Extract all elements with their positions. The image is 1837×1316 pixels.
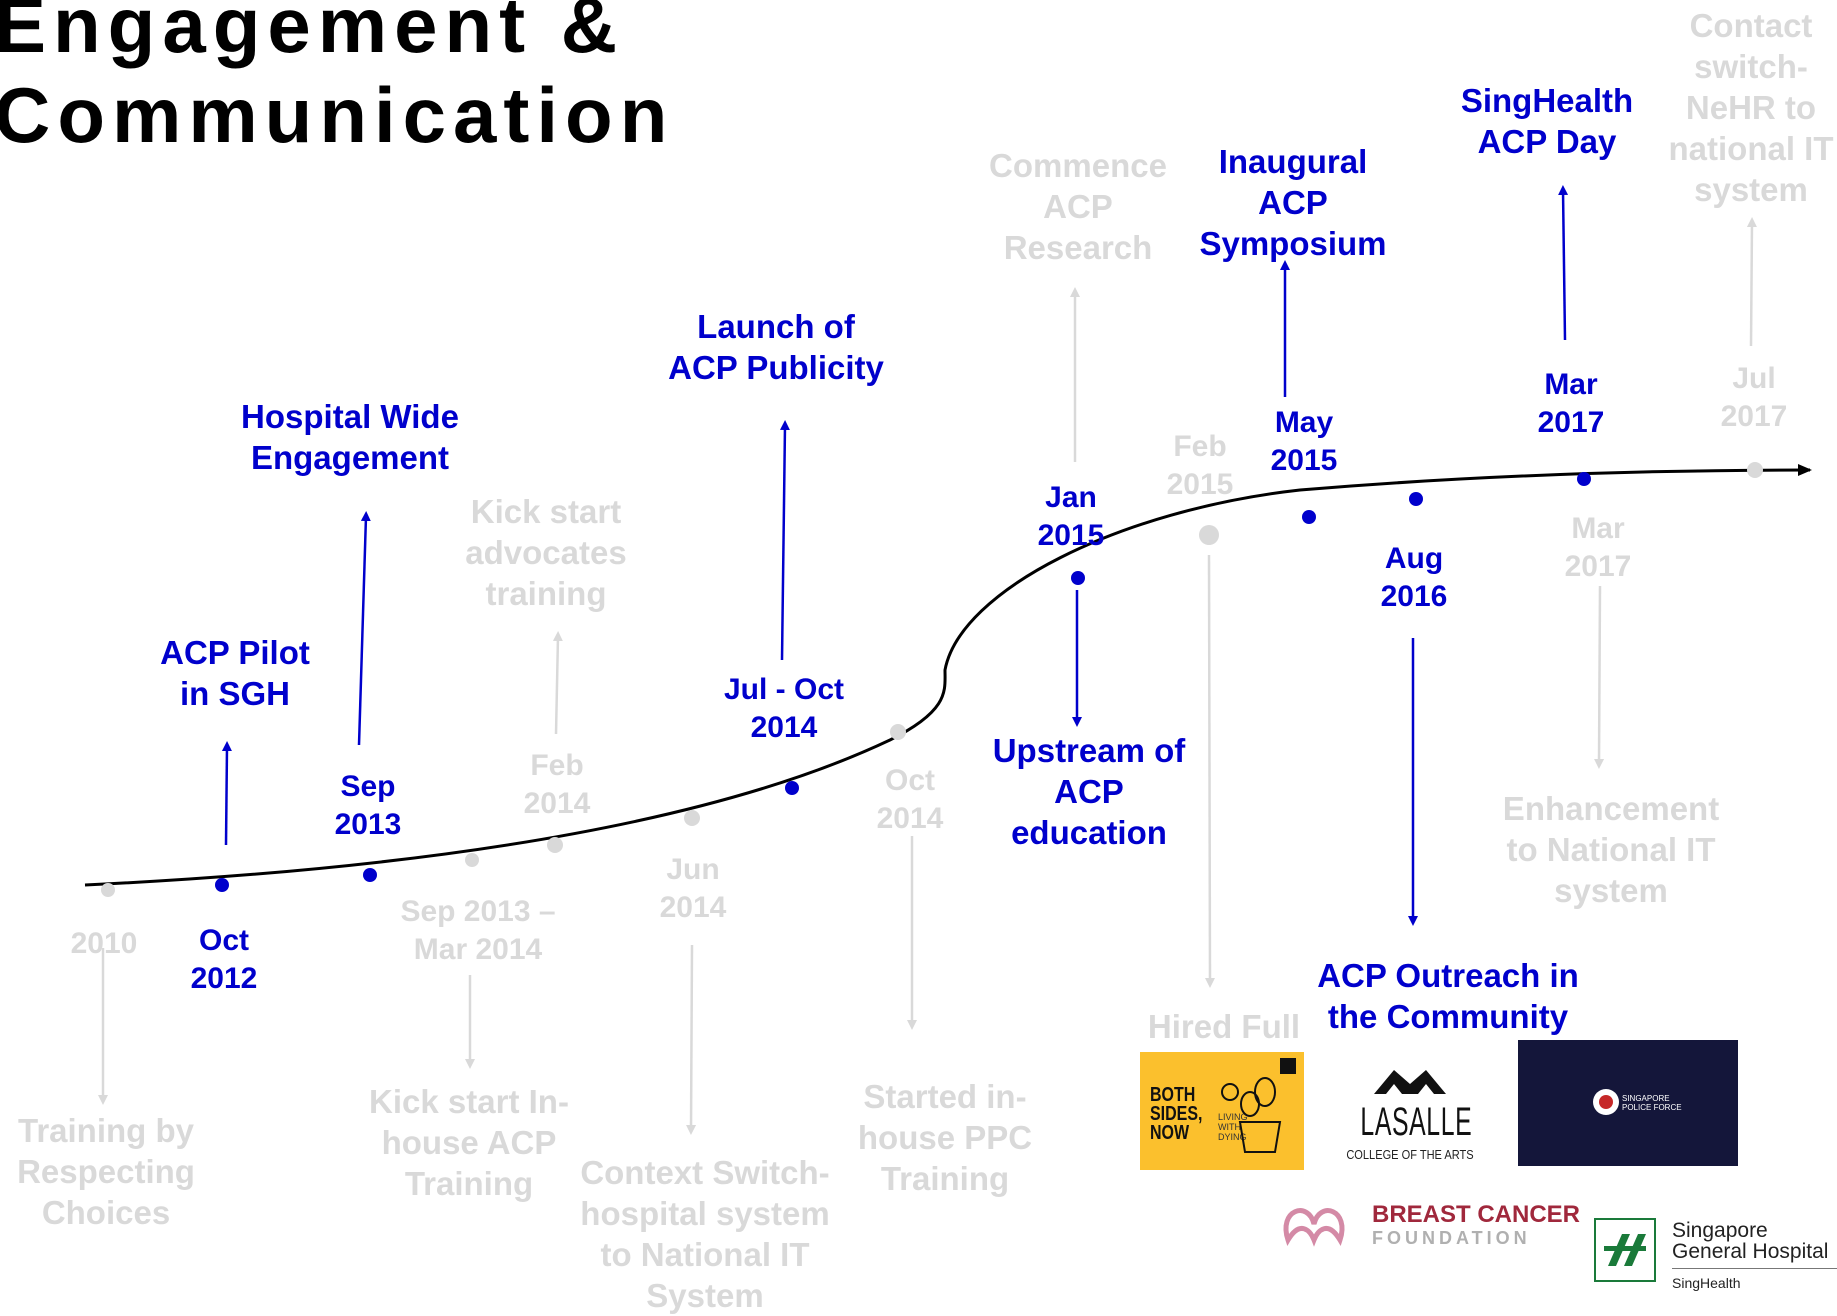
breast-cancer-line-2: FOUNDATION: [1372, 1228, 1531, 1248]
lasalle-subtitle: COLLEGE OF THE ARTS: [1346, 1147, 1474, 1162]
milestone-node: [1577, 472, 1591, 486]
milestone-event: Enhancement to National IT system: [1502, 790, 1720, 909]
police-force-logo: SINGAPORE POLICE FORCE: [1518, 1040, 1738, 1166]
milestone-event: ACP Pilot in SGH: [160, 634, 310, 712]
milestone-event: Started in- house PPC Training: [857, 1078, 1033, 1197]
sgh-emblem-icon: [1594, 1218, 1656, 1282]
milestone-date: Jun 2014: [659, 853, 727, 924]
milestone-date: Oct 2014: [876, 764, 944, 835]
both-sides-now-illustration-icon: [1221, 1058, 1296, 1153]
milestone-event: Commence ACP Research: [989, 147, 1167, 266]
milestone-arrow: [1594, 585, 1605, 769]
milestone-arrow: [1746, 217, 1757, 347]
lasalle-name: LASALLE: [1360, 1100, 1473, 1144]
milestone-date: Sep 2013 – Mar 2014: [400, 895, 556, 966]
milestone-node: [684, 810, 700, 826]
sgh-logo: Singapore General Hospital SingHealth: [1590, 1212, 1837, 1295]
milestone-arrow: [221, 741, 232, 846]
lasalle-chevron-icon: [1374, 1070, 1446, 1094]
milestone-arrow: [552, 631, 563, 735]
milestone-node: [101, 883, 115, 897]
milestone-event: Kick start advocates training: [465, 493, 627, 612]
milestone-date: Mar 2017: [1564, 512, 1632, 583]
milestone-node: [1302, 510, 1316, 524]
milestone-node: [465, 853, 479, 867]
police-crest-icon: [1593, 1089, 1619, 1115]
both-sides-now-name: BOTH SIDES, NOW: [1150, 1084, 1203, 1144]
milestone-date: 2010: [70, 927, 138, 960]
milestone-date: Oct 2012: [190, 924, 258, 995]
milestone-node: [215, 878, 229, 892]
sgh-line-3: SingHealth: [1672, 1275, 1741, 1291]
both-sides-now-logo: BOTH SIDES, NOW LIVING WITH DYING: [1140, 1052, 1304, 1170]
milestone-event: Launch of ACP Publicity: [668, 308, 884, 386]
milestone-node: [1199, 525, 1219, 545]
sgh-divider: [1672, 1268, 1837, 1269]
milestone-date: Feb 2015: [1166, 430, 1234, 501]
milestone-node: [363, 868, 377, 882]
sgh-line-1: Singapore: [1672, 1219, 1768, 1242]
breast-cancer-foundation-logo: BREAST CANCER FOUNDATION: [1268, 1190, 1580, 1256]
milestone-arrow: [357, 511, 371, 746]
milestone-arrow: [1558, 185, 1569, 341]
milestone-date: Jul 2017: [1720, 362, 1788, 433]
milestone-date: Jan 2015: [1037, 481, 1105, 552]
milestone-nodes: [101, 462, 1763, 897]
milestone-date: Feb 2014: [523, 749, 591, 820]
milestone-event: Kick start In- house ACP Training: [369, 1083, 569, 1202]
lasalle-logo: LASALLE COLLEGE OF THE ARTS: [1330, 1058, 1490, 1162]
milestone-event: SingHealth ACP Day: [1460, 82, 1634, 160]
slide-title: Engagement & Communication: [0, 0, 674, 160]
breast-cancer-line-1: BREAST CANCER: [1372, 1201, 1581, 1228]
milestone-node: [890, 724, 906, 740]
both-sides-now-tagline: LIVING WITH DYING: [1218, 1112, 1248, 1142]
milestone-event: Inaugural ACP Symposium: [1199, 143, 1387, 262]
milestone-event: Training by Respecting Choices: [17, 1112, 195, 1231]
police-force-name: SINGAPORE POLICE FORCE: [1622, 1094, 1682, 1112]
milestone-arrow: [1204, 554, 1215, 988]
pink-ribbon-icon: [1283, 1208, 1345, 1247]
milestone-node: [1071, 571, 1085, 585]
title-line-1: Engagement &: [0, 0, 625, 69]
milestone-connectors: [98, 185, 1757, 1135]
milestone-arrow: [779, 420, 790, 661]
timeline-curve: [84, 464, 1812, 887]
milestone-event: Upstream of ACP education: [992, 732, 1186, 851]
milestone-event: Contact switch- NeHR to national IT syst…: [1668, 7, 1834, 208]
milestone-node: [547, 837, 563, 853]
milestone-event: Context Switch- hospital system to Natio…: [580, 1154, 830, 1314]
milestone-date: Jul - Oct 2014: [723, 673, 845, 744]
sgh-line-2: General Hospital: [1672, 1240, 1829, 1263]
milestone-date: Mar 2017: [1537, 368, 1605, 439]
milestone-node: [1409, 492, 1423, 506]
milestone-event: Hired Full: [1147, 1008, 1301, 1045]
milestone-event: ACP Outreach in the Community: [1317, 957, 1579, 1035]
milestone-arrow: [686, 944, 697, 1135]
milestone-event: Hospital Wide Engagement: [241, 398, 459, 476]
milestone-date: Sep 2013: [334, 770, 402, 841]
title-line-2: Communication: [0, 71, 675, 159]
milestone-node: [785, 781, 799, 795]
milestone-date: Aug 2016: [1380, 542, 1448, 613]
milestone-node: [1747, 462, 1763, 478]
milestone-date: May 2015: [1270, 406, 1338, 477]
